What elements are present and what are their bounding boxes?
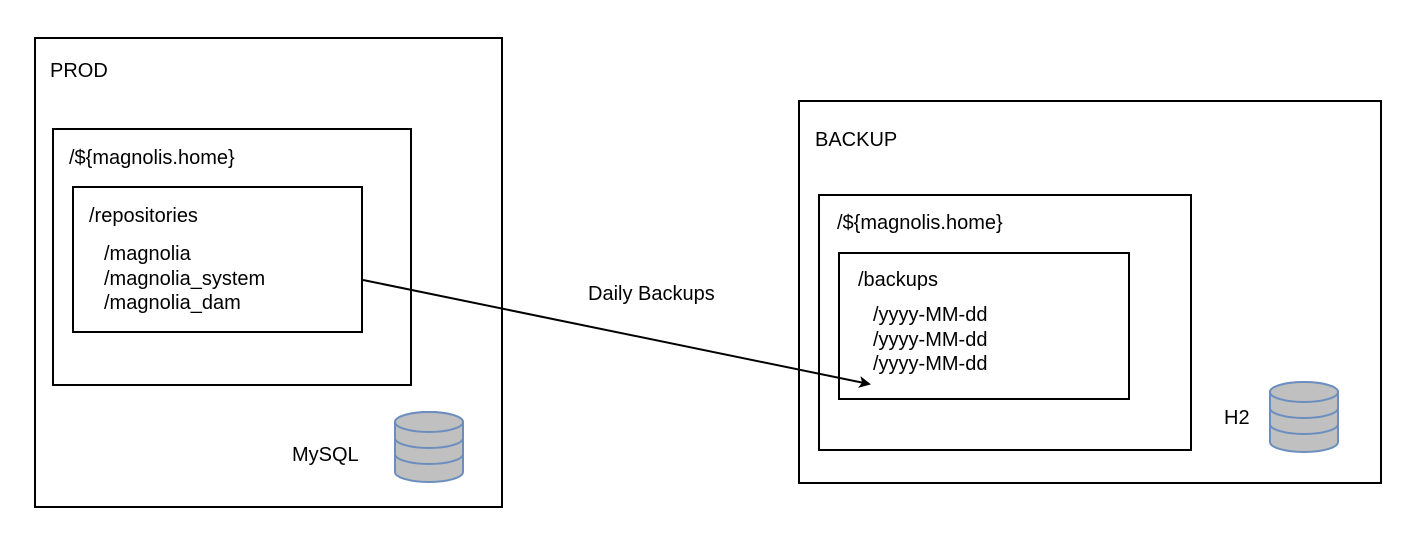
repositories-list: /magnolia /magnolia_system /magnolia_dam (104, 242, 265, 316)
backup-item: /yyyy-MM-dd (873, 353, 988, 375)
backups-list: /yyyy-MM-dd /yyyy-MM-dd /yyyy-MM-dd (873, 303, 987, 377)
prod-container (34, 37, 503, 508)
backup-home-path: /${magnolis.home} (837, 212, 1003, 234)
repositories-title: /repositories (89, 205, 198, 227)
repositories-container (72, 186, 363, 333)
prod-home-container (52, 128, 412, 386)
prod-home-path: /${magnolis.home} (69, 147, 235, 169)
prod-title: PROD (50, 60, 108, 82)
backup-title: BACKUP (815, 129, 898, 151)
backup-item: /yyyy-MM-dd (873, 304, 988, 326)
daily-backups-label: Daily Backups (588, 283, 715, 305)
mysql-label: MySQL (292, 444, 359, 466)
h2-label: H2 (1224, 407, 1250, 429)
backup-item: /yyyy-MM-dd (873, 328, 988, 351)
backups-title: /backups (858, 269, 939, 291)
repository-item: /magnolia_system (104, 267, 266, 290)
repository-item: /magnolia_dam (104, 292, 241, 314)
repository-item: /magnolia (104, 243, 191, 265)
